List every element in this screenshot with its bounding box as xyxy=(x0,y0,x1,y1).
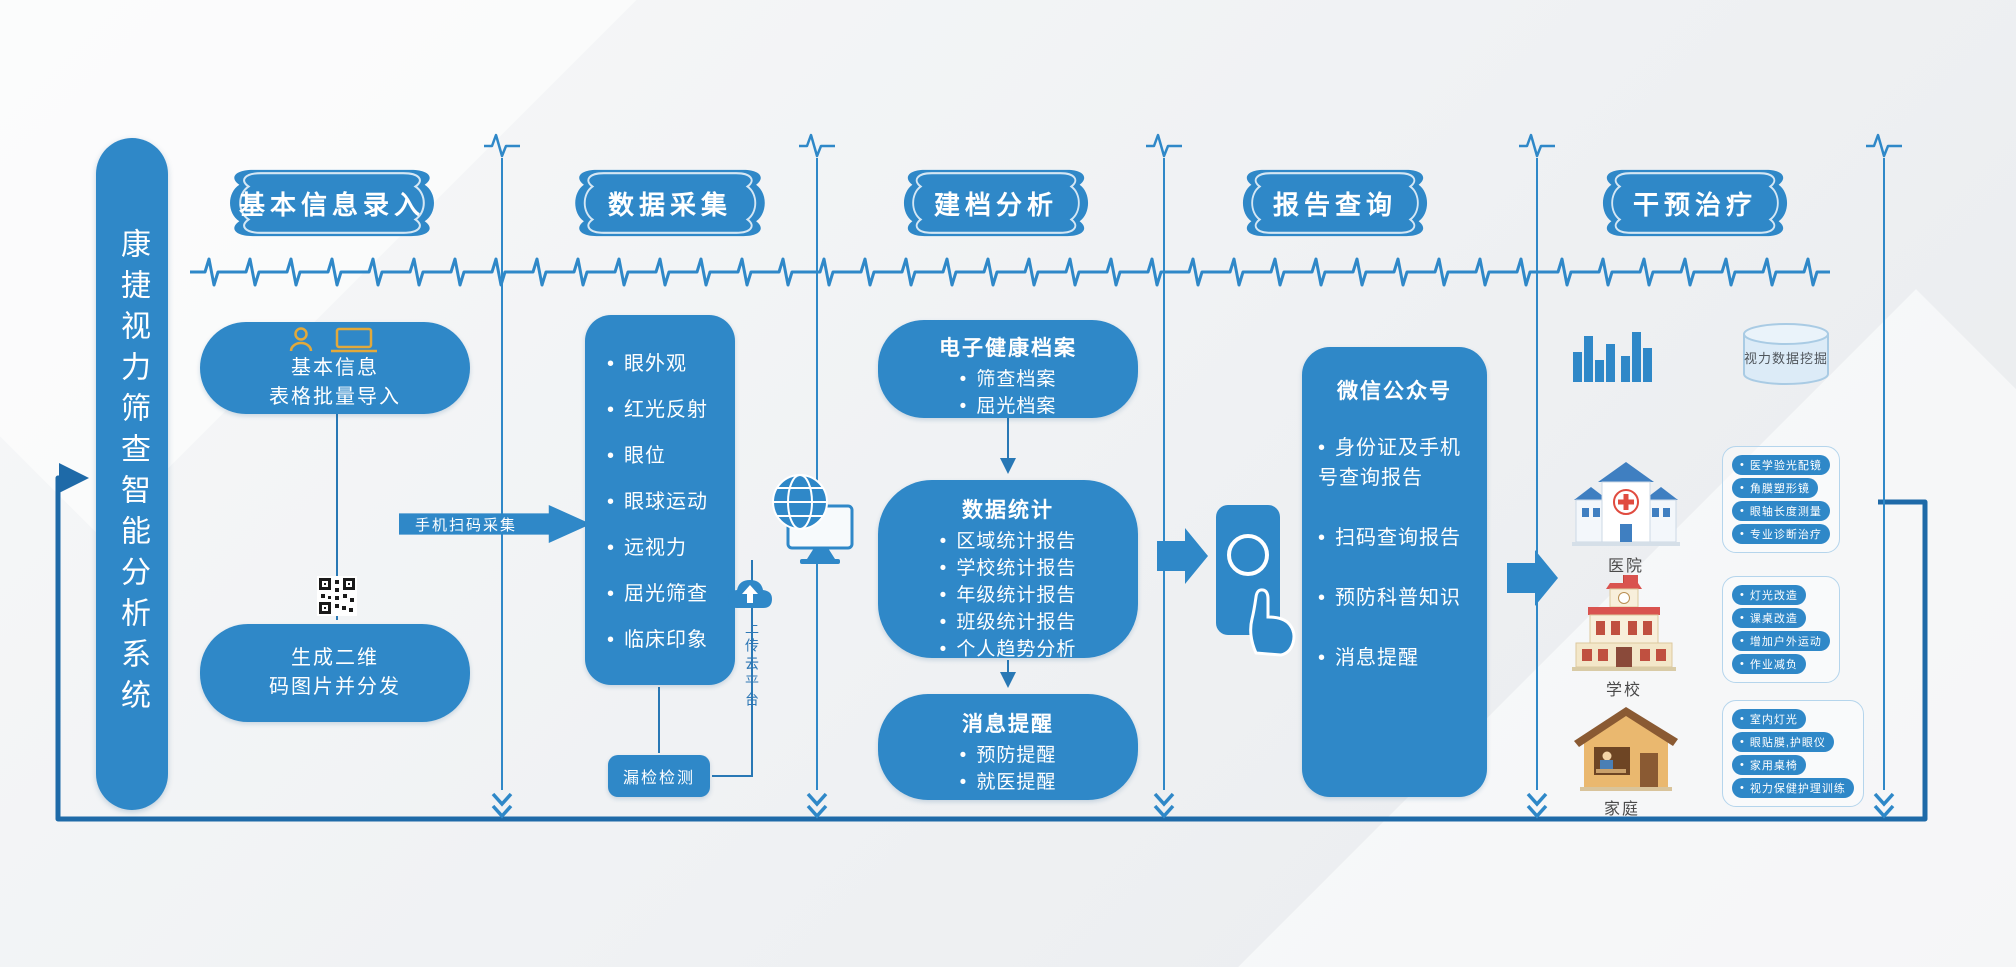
cloud-upload-icon xyxy=(726,574,774,617)
scan-collect-label: 手机扫码采集 xyxy=(415,516,518,534)
measure-pill: 作业减负 xyxy=(1732,654,1806,674)
home-measure-pills: 室内灯光 眼贴膜,护眼仪 家用桌椅 视力保健护理训练 xyxy=(1722,700,1864,807)
scan-collect-arrow: 手机扫码采集 xyxy=(399,505,591,543)
list-item: 筛查档案 xyxy=(960,366,1057,393)
measure-pill: 医学验光配镜 xyxy=(1732,455,1830,475)
pulse-mark-icon xyxy=(1146,133,1182,158)
stage-header-report-query: 报告查询 xyxy=(1233,163,1437,243)
measure-pill: 家用桌椅 xyxy=(1732,755,1806,775)
plaque-shape xyxy=(1242,169,1428,237)
hospital-icon xyxy=(1572,450,1680,553)
list-item: 预防科普知识 xyxy=(1318,583,1471,613)
connector-recheck-cloud xyxy=(712,560,753,777)
stage-header-label: 建档分析 xyxy=(933,189,1058,220)
list-item: 眼球运动 xyxy=(607,479,735,525)
message-reminder-title: 消息提醒 xyxy=(962,713,1054,736)
list-item: 屈光档案 xyxy=(960,393,1057,420)
double-chevron-down-icon xyxy=(806,792,828,819)
measure-pill: 眼贴膜,护眼仪 xyxy=(1732,732,1834,752)
stage-header-label: 基本信息录入 xyxy=(238,189,425,220)
globe-monitor-icon xyxy=(768,470,856,573)
list-item: 区域统计报告 xyxy=(940,528,1077,555)
person-laptop-icon xyxy=(289,327,377,353)
stage-header-basic-info: 基本信息录入 xyxy=(219,163,445,243)
pulse-mark-icon xyxy=(1866,133,1902,158)
phone-touch-icon xyxy=(1206,503,1298,663)
qr-generate-box: 生成二维 码图片并分发 xyxy=(200,624,470,722)
data-collection-list: 眼外观 红光反射 眼位 眼球运动 远视力 屈光筛查 临床印象 xyxy=(585,315,735,663)
plaque-shape xyxy=(903,169,1089,237)
list-item: 就医提醒 xyxy=(960,769,1057,796)
measure-pill: 专业诊断治疗 xyxy=(1732,524,1830,544)
system-title-bar: 康捷视力筛查智能分析系统 xyxy=(96,138,168,810)
school-icon xyxy=(1570,573,1678,678)
qr-code-icon xyxy=(317,576,357,621)
upload-cloud-label: 上传云平台 xyxy=(744,620,760,710)
measure-pill: 灯光改造 xyxy=(1732,585,1806,605)
home-label: 家庭 xyxy=(1603,801,1640,818)
double-chevron-down-icon xyxy=(491,792,513,819)
ehr-title: 电子健康档案 xyxy=(939,337,1077,360)
message-reminder-list: 预防提醒 就医提醒 xyxy=(960,742,1057,796)
recheck-box: 漏检检测 xyxy=(608,755,710,797)
measure-pill: 视力保健护理训练 xyxy=(1732,778,1854,798)
hospital-measure-pills: 医学验光配镜 角膜塑形镜 眼轴长度测量 专业诊断治疗 xyxy=(1722,446,1840,553)
statistics-list: 区域统计报告 学校统计报告 年级统计报告 班级统计报告 个人趋势分析 xyxy=(940,528,1077,663)
stage-header-label: 报告查询 xyxy=(1272,189,1397,220)
list-item: 年级统计报告 xyxy=(940,582,1077,609)
list-item: 扫码查询报告 xyxy=(1318,523,1471,553)
measure-pill: 课桌改造 xyxy=(1732,608,1806,628)
qr-generate-line2: 码图片并分发 xyxy=(269,676,401,698)
list-item: 远视力 xyxy=(607,525,735,571)
wechat-title: 微信公众号 xyxy=(1337,380,1452,403)
list-item: 红光反射 xyxy=(607,387,735,433)
list-item: 临床印象 xyxy=(607,617,735,663)
wechat-list: 身份证及手机号查询报告 扫码查询报告 预防科普知识 消息提醒 xyxy=(1318,433,1471,673)
statistics-title: 数据统计 xyxy=(962,499,1054,522)
system-title: 康捷视力筛查智能分析系统 xyxy=(116,228,149,720)
list-item: 个人趋势分析 xyxy=(940,636,1077,663)
data-collection-list-box: 眼外观 红光反射 眼位 眼球运动 远视力 屈光筛查 临床印象 xyxy=(585,315,735,685)
message-reminder-box: 消息提醒 预防提醒 就医提醒 xyxy=(878,694,1138,800)
ehr-box: 电子健康档案 筛查档案 屈光档案 xyxy=(878,320,1138,418)
statistics-box: 数据统计 区域统计报告 学校统计报告 年级统计报告 班级统计报告 个人趋势分析 xyxy=(878,480,1138,660)
measure-pill: 角膜塑形镜 xyxy=(1732,478,1818,498)
stage-header-archive-analysis: 建档分析 xyxy=(894,163,1098,243)
wechat-account-box: 微信公众号 身份证及手机号查询报告 扫码查询报告 预防科普知识 消息提醒 xyxy=(1302,347,1487,797)
list-item: 身份证及手机号查询报告 xyxy=(1318,433,1471,493)
bar-chart-icon xyxy=(1571,322,1667,391)
basic-info-line1: 基本信息 xyxy=(291,357,379,379)
ehr-list: 筛查档案 屈光档案 xyxy=(960,366,1057,420)
pulse-mark-icon xyxy=(799,133,835,158)
stage-header-label: 干预治疗 xyxy=(1632,189,1757,220)
stage-header-label: 数据采集 xyxy=(607,189,732,220)
list-item: 消息提醒 xyxy=(1318,643,1471,673)
list-item: 班级统计报告 xyxy=(940,609,1077,636)
database-label: 视力数据挖掘 xyxy=(1743,351,1828,366)
measure-pill: 眼轴长度测量 xyxy=(1732,501,1830,521)
home-icon xyxy=(1566,695,1678,798)
list-item: 眼外观 xyxy=(607,341,735,387)
list-item: 屈光筛查 xyxy=(607,571,735,617)
pulse-mark-icon xyxy=(1519,133,1555,158)
qr-generate-line1: 生成二维 xyxy=(291,647,379,669)
measure-pill: 室内灯光 xyxy=(1732,709,1806,729)
basic-info-import-box: 基本信息 表格批量导入 xyxy=(200,322,470,414)
stage-header-treatment: 干预治疗 xyxy=(1593,163,1797,243)
list-item: 学校统计报告 xyxy=(940,555,1077,582)
school-measure-pills: 灯光改造 课桌改造 增加户外运动 作业减负 xyxy=(1722,576,1840,683)
plaque-shape xyxy=(1602,169,1788,237)
measure-pill: 增加户外运动 xyxy=(1732,631,1830,651)
basic-info-line2: 表格批量导入 xyxy=(269,386,401,408)
list-item: 预防提醒 xyxy=(960,742,1057,769)
stage-header-data-collection: 数据采集 xyxy=(565,163,775,243)
list-item: 眼位 xyxy=(607,433,735,479)
